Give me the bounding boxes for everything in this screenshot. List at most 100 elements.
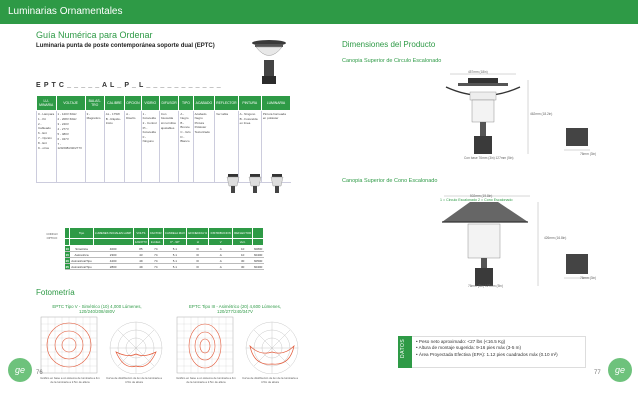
ge-logo-left: ge — [8, 358, 32, 382]
datos-box — [398, 336, 586, 368]
spec-cell: 2800 — [93, 263, 134, 270]
spec-cell: 85 — [133, 245, 149, 252]
option-entry: 7 - 120/208/240/277V — [57, 142, 83, 150]
spec-sub-header: Vert. — [231, 238, 254, 246]
spec-col-header: Tipo — [69, 227, 94, 239]
datos-list: • Peso neto aproximado: <27 lbs (<16.5 K… — [416, 339, 558, 358]
col-header: LU- MINARIA — [36, 95, 57, 111]
order-code: E P T C _ _ _ _ _ A L _ P _ L _ _ _ _ _ … — [36, 82, 222, 89]
section-circle-canopy: Canopia Superior de Circulo Escalonado — [342, 58, 442, 64]
spec-cell: A — [208, 263, 233, 270]
dimensions-heading: Dimensiones del Producto — [342, 40, 436, 49]
plot-caption: Curva de distribución de lux de la lumin… — [242, 376, 298, 384]
dim-base-2: 76mm (3in) 127mm (5in) — [468, 284, 503, 288]
options-cell: Ver tabla — [214, 110, 239, 183]
option-entry: ajustables — [160, 126, 175, 130]
option-entry: D - Blanco — [180, 135, 190, 143]
dim-base-1: Con base 76mm (3in) 127mm (5in) — [464, 156, 514, 160]
spec-sub-header — [92, 238, 134, 246]
plot1-title: EPTC Tipo V - Simétrico (10) 4,000 Lúmen… — [52, 304, 142, 314]
plot-caption: Gráfico en base a un sistema de luminari… — [40, 376, 100, 384]
spec-cell: 60500 — [252, 257, 264, 264]
col-header: TIPO — [178, 95, 194, 111]
top-bar: Luminarias Ornamentales — [0, 0, 638, 24]
spec-code: 10 — [64, 245, 70, 252]
spec-cell: Simétrica — [69, 245, 94, 252]
spec-sub-header: 0° - 90° — [162, 238, 188, 246]
dim-post-2: 76mm (3in) — [580, 276, 597, 280]
page-number-right: 77 — [594, 370, 601, 376]
plot-caption: Gráfico en base a un sistema de luminari… — [176, 376, 236, 384]
spec-cell: 30 — [232, 263, 253, 270]
col-header: BALAS- TRO — [84, 95, 105, 111]
spec-cell: 49 — [133, 257, 149, 264]
spec-col-header — [252, 227, 264, 239]
polar-curve-1 — [109, 321, 163, 374]
lamp-legend: 1 = Circulo Escalonado 2 = Cono Escalona… — [440, 198, 513, 202]
spec-code: 25 — [64, 263, 70, 270]
option-entry: 1 - 120V 60Hz — [57, 112, 77, 116]
options-cell: A - Diseño — [124, 110, 142, 183]
datos-label: DATOS — [400, 338, 406, 358]
spec-cell: 60400 — [252, 263, 264, 270]
datos-item-text: Altura de montaje sugerida: 9-16 pies má… — [418, 345, 522, 351]
option-entry: sin tornillos — [160, 121, 176, 125]
spec-cell: A — [208, 257, 233, 264]
option-entry: Acabado Negro — [194, 112, 207, 120]
option-entry: 0 - Ninguno — [142, 135, 154, 143]
spec-cell: III — [186, 251, 209, 258]
col-header: VOLTAJE — [55, 95, 86, 111]
option-entry: 2 - 208V 60Hz — [57, 117, 77, 121]
spec-col-header: LUMENES INICIALES LAMP — [92, 227, 134, 239]
option-entry: Pintura horneada en poliéster — [262, 112, 286, 120]
option-entry: B - Rápido-Inicio — [105, 117, 121, 125]
spec-cell: 74 — [148, 251, 164, 258]
dimension-drawing-circle — [445, 73, 590, 154]
spec-cell: Asimétrica/Tipo — [69, 263, 94, 270]
spec-cell: 74 — [148, 245, 164, 252]
spec-subheader-row: 120/277V Ind./Ext. 0° - 90° H V Vert. — [63, 238, 264, 246]
col-header: LUMINARIA — [260, 95, 292, 111]
spec-cell: 60800 — [252, 245, 264, 252]
option-entry: A - Ninguno — [239, 112, 256, 116]
lamp-product-image — [252, 40, 286, 84]
spec-col-header: DISTRIBUCION — [208, 227, 233, 239]
col-header: CALIBRE — [103, 95, 126, 111]
option-entry: 6 - Ent — [38, 131, 47, 135]
spec-code: 20 — [64, 257, 70, 264]
order-guide-heading: Guía Numérica para Ordenar — [36, 30, 153, 40]
plot2-title: EPTC Tipo III - Asimétrico (20) 4,600 Lú… — [189, 304, 281, 314]
dim-width-2: 502mm (19.8in) — [470, 194, 493, 198]
isolux-grid-2 — [176, 316, 234, 374]
spec-cell: III — [186, 257, 209, 264]
spec-cell: 10 — [232, 245, 253, 252]
isolux-grid-1 — [40, 316, 98, 374]
option-entry: C - Gris — [180, 130, 191, 134]
lamp-thumbnails — [226, 174, 284, 193]
option-entry: Texturizado — [194, 130, 210, 134]
spec-cell: 10 — [232, 251, 253, 258]
option-entry: 1 - Kit — [38, 117, 46, 121]
spec-sub-header — [69, 238, 94, 246]
option-entry: 5 - 480V — [57, 132, 69, 136]
spec-cell: 5.1 — [163, 263, 187, 270]
spec-cell: 60400 — [252, 251, 264, 258]
spec-cell: 2300 — [93, 251, 134, 258]
col-header: VIDRIO — [140, 95, 160, 111]
spec-cell: 4200 — [93, 257, 134, 264]
spec-cell: A — [208, 251, 233, 258]
section-cone-canopy: Canopia Superior de Cono Escalonado — [342, 178, 438, 184]
spec-cell: Asimétrica — [69, 251, 94, 258]
col-header: ACABADO — [192, 95, 216, 111]
spec-col-header: CANDELA MAX — [162, 227, 188, 239]
spec-sub-header — [252, 238, 264, 246]
